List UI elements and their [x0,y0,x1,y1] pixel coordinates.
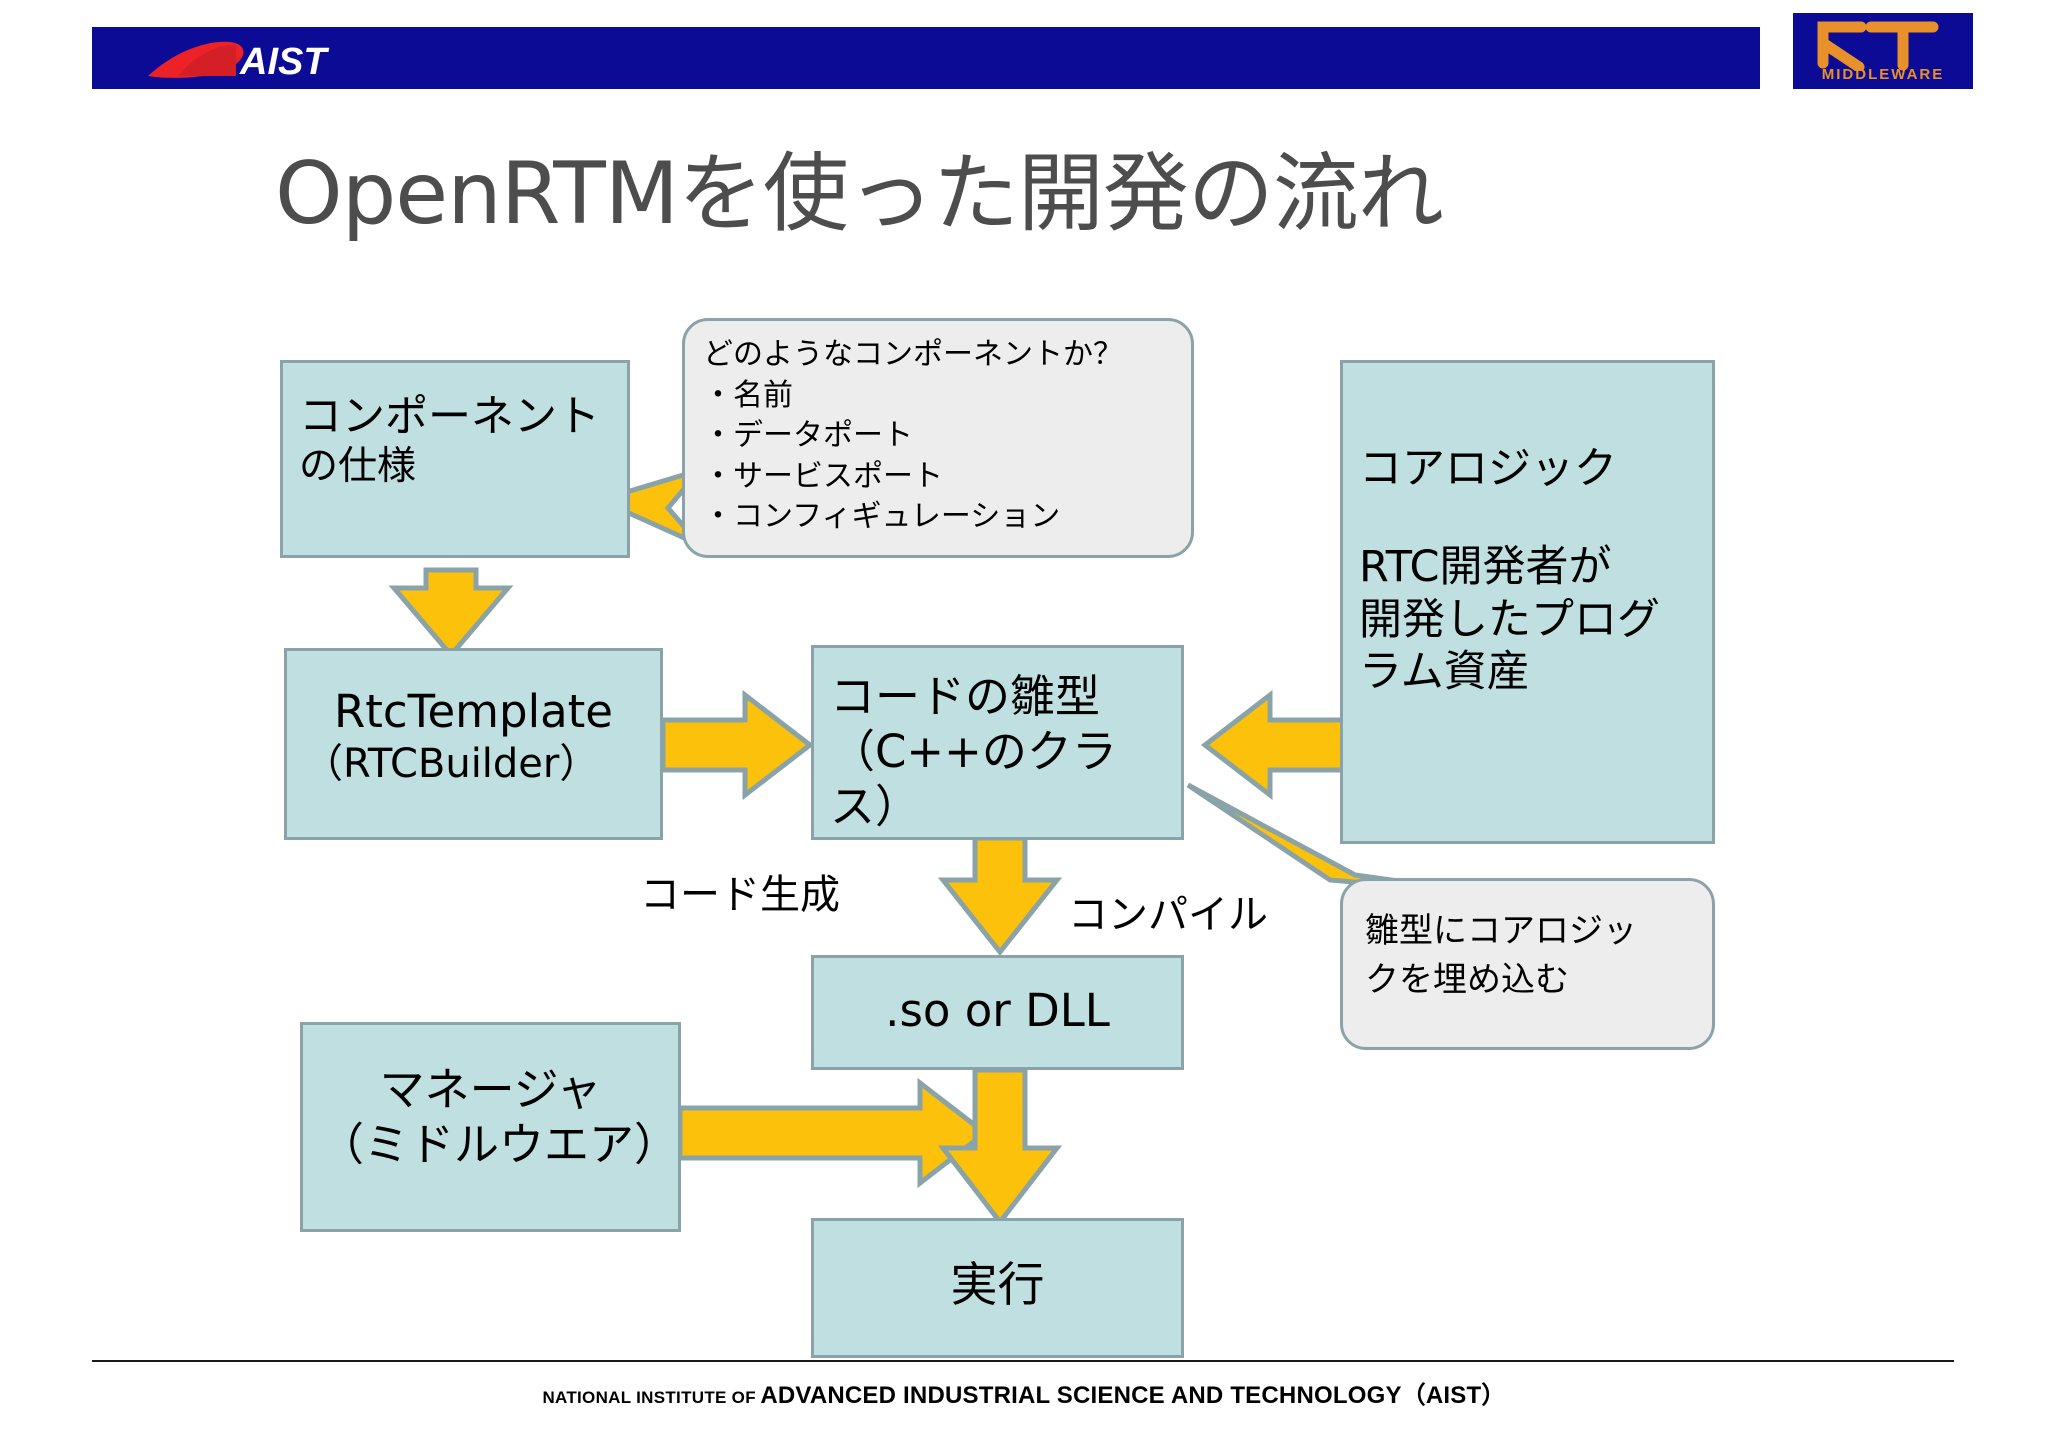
edge-label-code-generation: コード生成 [640,872,840,918]
box-execute-line1: 実行 [950,1258,1045,1313]
callout-item-3: ・コンフィギュレーション [703,499,1061,534]
box-core-logic-line1: コアロジック [1359,444,1617,494]
callout-item-0: ・名前 [703,377,793,413]
rt-middleware-logo: MIDDLEWARE [1793,13,1973,89]
aist-logo: AIST [148,41,329,82]
box-core-logic-line4: ラム資産 [1359,647,1530,698]
box-core-logic-line2: RTC開発者が [1359,542,1612,593]
box-code-skeleton[interactable]: コードの雛型 （C++のクラス） [811,645,1184,840]
callout-heading: どのようなコンポーネントか？ [703,337,1123,372]
box-rtc-template[interactable]: RtcTemplate （RTCBuilder） [284,648,663,840]
box-core-logic-line3: 開発したプログ [1359,594,1660,645]
footer: NATIONAL INSTITUTE OF ADVANCED INDUSTRIA… [0,1375,2048,1410]
box-core-logic[interactable]: コアロジック RTC開発者が 開発したプログ ラム資産 [1340,360,1715,844]
box-so-or-dll[interactable]: .so or DLL [811,955,1184,1070]
footer-big-text: ADVANCED INDUSTRIAL SCIENCE AND TECHNOLO… [760,1382,1506,1409]
arrow-left-corelogic-to-code [1200,689,1360,801]
callout-embed-line2: クを埋め込む [1365,960,1569,1001]
arrow-down-code-to-so [937,835,1063,957]
rt-middleware-label: MIDDLEWARE [1821,66,1945,83]
arrow-right-template-to-code [660,689,815,801]
box-rtc-template-line2: （RTCBuilder） [303,740,600,787]
header-bar: AIST [92,27,1760,89]
page-title: OpenRTMを使った開発の流れ [275,144,1444,244]
rt-mark-icon [1817,21,1939,73]
box-execute[interactable]: 実行 [811,1218,1184,1358]
callout-embed-core-logic[interactable]: 雛型にコアロジッ クを埋め込む [1340,878,1715,1050]
box-component-spec-line1: コンポーネント [299,392,600,442]
arrow-down-spec-to-template [388,567,514,659]
callout-component-spec-detail[interactable]: どのようなコンポーネントか？ ・名前 ・データポート ・サービスポート ・コンフ… [682,318,1194,558]
callout-item-2: ・サービスポート [703,458,943,494]
box-manager-line2: （ミドルウエア） [319,1117,680,1171]
footer-small-text: NATIONAL INSTITUTE OF [542,1388,756,1407]
box-code-skeleton-line1: コードの雛型 [830,670,1101,723]
edge-label-compile: コンパイル [1068,892,1268,938]
footer-divider [92,1360,1954,1362]
box-component-spec[interactable]: コンポーネント の仕様 [280,360,630,558]
box-code-skeleton-line2: （C++のクラス） [830,724,1117,833]
callout-embed-line1: 雛型にコアロジッ [1365,911,1637,951]
box-so-or-dll-line1: .so or DLL [885,984,1110,1037]
box-rtc-template-line1: RtcTemplate [334,685,613,738]
box-component-spec-line2: の仕様 [299,444,417,490]
arrow-down-so-to-exec [937,1067,1063,1227]
box-manager-line1: マネージャ [379,1063,602,1116]
svg-text:AIST: AIST [239,41,329,82]
box-manager[interactable]: マネージャ （ミドルウエア） [300,1022,681,1232]
arrow-right-manager-to-exec [677,1077,990,1189]
callout-item-1: ・データポート [703,418,913,453]
